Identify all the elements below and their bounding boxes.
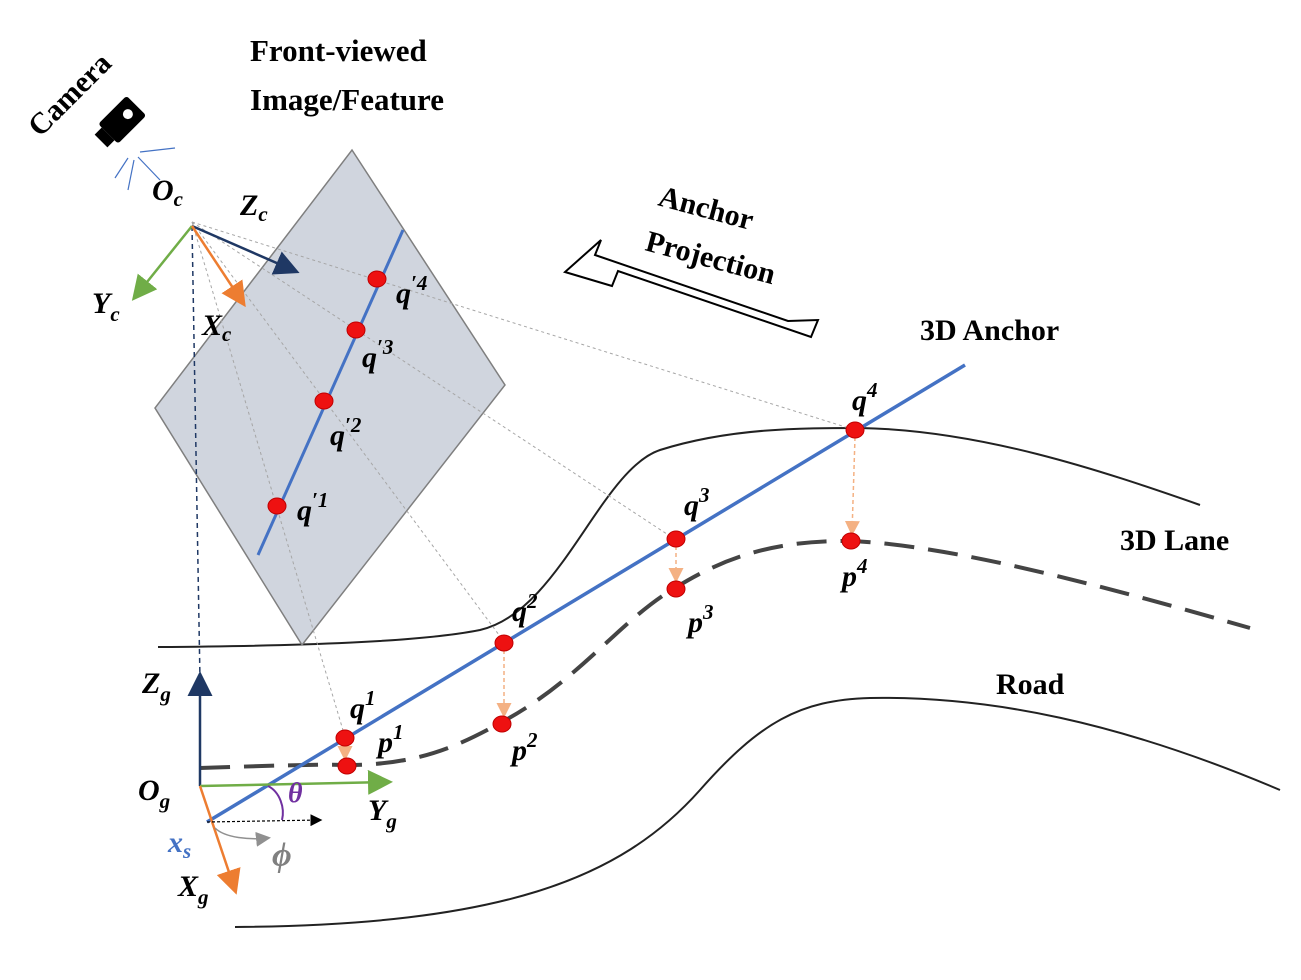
label-q-1: q1 — [350, 686, 376, 725]
label-p-2: p2 — [509, 728, 538, 767]
point-q-prime-2 — [314, 392, 334, 410]
anchor-projection-line1: Anchor — [655, 180, 757, 237]
image-title-line2: Image/Feature — [250, 82, 444, 117]
camera-height-line — [191, 225, 201, 681]
ground-origin-label: Og — [138, 774, 170, 813]
point-q-1 — [335, 729, 355, 747]
projected-points — [267, 270, 387, 515]
point-q-3 — [666, 530, 686, 548]
road-edge-bottom — [234, 696, 1281, 928]
camera-z-label: Zc — [239, 189, 268, 226]
anchor-to-lane-offsets — [337, 436, 860, 761]
anchor-3d-line — [206, 363, 966, 824]
image-title-line1: Front-viewed — [250, 33, 427, 68]
label-p-4: p4 — [839, 554, 868, 593]
label-q-prime-4: q′4 — [396, 271, 427, 310]
phi-arc — [214, 827, 271, 847]
phi-label: ϕ — [272, 837, 292, 874]
point-p-3 — [666, 580, 686, 598]
lane-3d-label: 3D Lane — [1120, 524, 1229, 557]
label-p-3: p3 — [685, 600, 714, 639]
projection-rays — [191, 221, 856, 738]
label-p-1: p1 — [375, 720, 404, 759]
point-q-prime-1 — [267, 497, 287, 515]
road-edge-top — [157, 426, 1201, 648]
point-p-2 — [492, 715, 512, 733]
camera-icon — [94, 96, 176, 191]
point-p-1 — [337, 757, 357, 775]
lane-points — [337, 532, 861, 775]
label-q-prime-2: q′2 — [330, 413, 362, 452]
camera-x-axis — [190, 225, 246, 308]
camera-origin-label: Oc — [152, 174, 184, 211]
anchor-3d-label: 3D Anchor — [920, 314, 1059, 347]
ground-y-label: Yg — [368, 794, 397, 833]
ground-x-axis — [198, 785, 241, 895]
ground-z-label: Zg — [141, 667, 171, 706]
label-q-2: q2 — [512, 589, 538, 628]
start-x-label: xs — [167, 826, 191, 863]
point-p-4 — [841, 532, 861, 550]
camera-x-label: Xc — [201, 309, 232, 346]
point-q-4 — [845, 421, 865, 439]
label-q-prime-1: q′1 — [297, 488, 328, 527]
road-label: Road — [996, 668, 1065, 701]
camera-y-axis — [131, 225, 193, 301]
ground-y-axis — [199, 769, 393, 795]
point-q-prime-3 — [346, 321, 366, 339]
theta-arc — [267, 785, 284, 821]
label-q-prime-3: q′3 — [362, 335, 393, 374]
point-q-2 — [494, 634, 514, 652]
camera-y-label: Yc — [92, 287, 120, 326]
anchor-points — [335, 421, 865, 747]
point-q-prime-4 — [367, 270, 387, 288]
label-q-4: q4 — [852, 378, 878, 417]
anchor-projection-arrow — [562, 239, 820, 339]
ground-x-label: Xg — [177, 870, 209, 909]
theta-label: θ — [288, 778, 303, 809]
label-q-3: q3 — [684, 483, 710, 522]
phi-reference-line — [206, 814, 323, 827]
camera-z-axis — [191, 224, 300, 275]
